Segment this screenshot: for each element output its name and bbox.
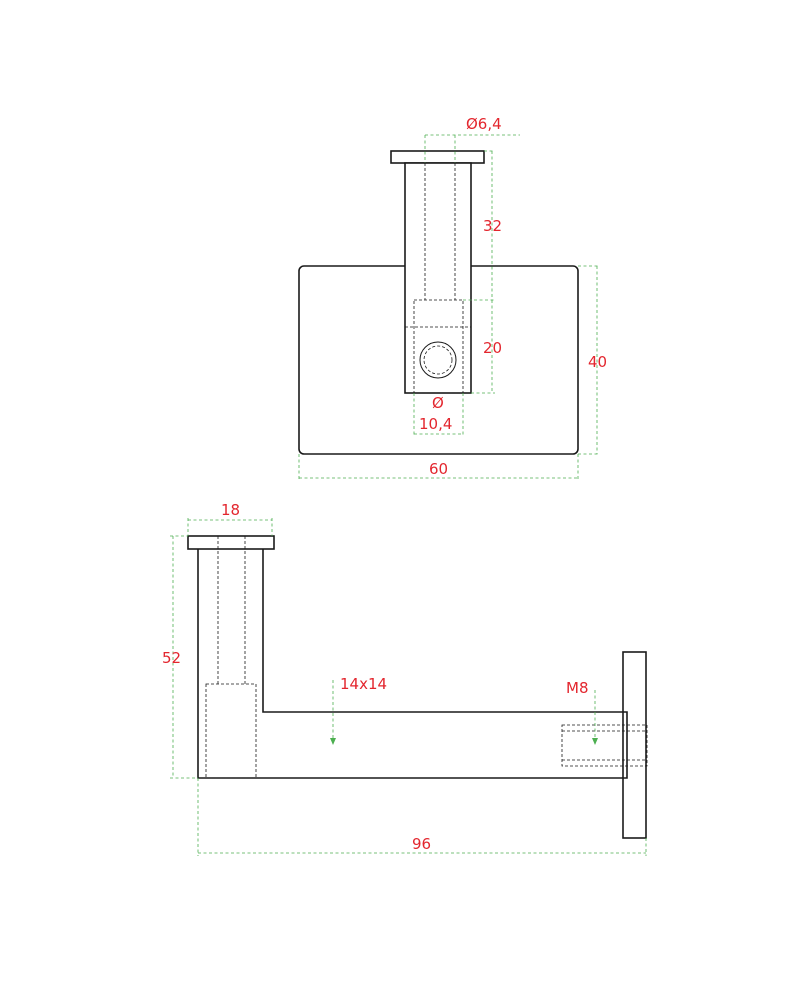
dim-text-height-32: 32 bbox=[483, 217, 502, 235]
wall-flange-outline bbox=[622, 651, 647, 839]
post-body-outline bbox=[404, 162, 472, 394]
dim-text-depth-20: 20 bbox=[483, 339, 502, 357]
side-socket-hidden bbox=[205, 683, 257, 779]
dim-text-total-height: 52 bbox=[162, 649, 181, 667]
thread-hidden-outer bbox=[561, 724, 648, 767]
dim-text-thread: M8 bbox=[566, 679, 589, 697]
side-view: 18 52 14x14 M8 96 bbox=[162, 501, 648, 856]
dim-text-bar-section: 14x14 bbox=[340, 675, 387, 693]
leader-arrow-bar-section bbox=[330, 738, 336, 745]
socket-hidden-outline bbox=[413, 299, 464, 394]
bore-circle-inner bbox=[423, 345, 453, 375]
dim-text-plate-width: 60 bbox=[429, 460, 448, 478]
dim-text-socket-diameter-symbol: Ø bbox=[432, 394, 444, 412]
top-view: Ø6,4 32 20 40 Ø 10,4 60 bbox=[298, 115, 607, 481]
dim-text-socket-diameter: 10,4 bbox=[419, 415, 452, 433]
dim-text-plate-height: 40 bbox=[588, 353, 607, 371]
dim-text-cap-width: 18 bbox=[221, 501, 240, 519]
bore-circle-outer bbox=[419, 341, 457, 379]
bracket-body-outline bbox=[197, 549, 628, 779]
dim-text-bore-diameter: Ø6,4 bbox=[466, 115, 502, 133]
side-cap-outline bbox=[187, 535, 275, 550]
dim-text-total-length: 96 bbox=[412, 835, 431, 853]
leader-arrow-thread bbox=[592, 738, 598, 745]
top-cap-outline bbox=[390, 150, 485, 164]
